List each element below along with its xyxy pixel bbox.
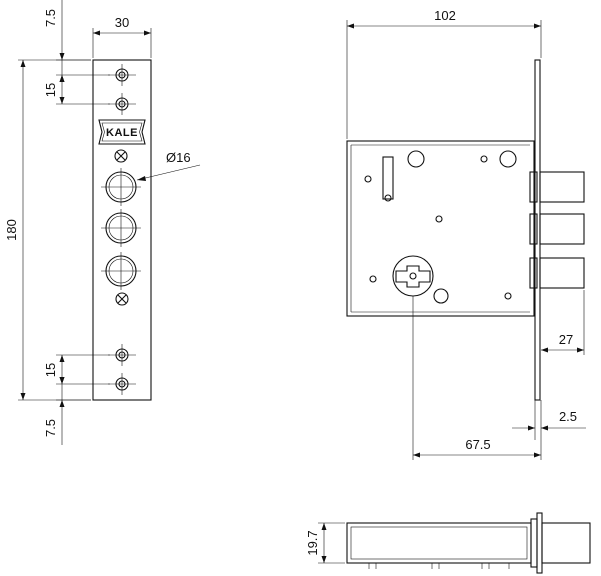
top-hole-spacing-label: 15 [43,83,58,97]
case-hole-medium [433,288,449,304]
case-hole-large-1 [407,150,425,168]
bolt-2 [529,213,585,245]
faceplate-bolt-hole-3 [101,252,141,290]
faceplate-screw-hole-bottom-1 [108,344,136,366]
latch-slot [382,156,394,200]
case-hole-small-1 [480,155,488,163]
logo-text: KALE [106,127,138,139]
front-width-label: 30 [115,15,129,30]
bottom-margin-label: 7.5 [43,419,58,437]
top-bolt [541,522,591,564]
dim-bottom-hole-spacing: 15 [43,354,110,385]
bolt-1 [529,171,585,203]
lock-case-side-view: 102 27 2.5 67.5 [346,8,586,460]
cylinder-follower [392,255,434,297]
lock-case-top-view: 19.7 [305,512,591,574]
diameter-label: Ø16 [166,150,191,165]
dim-front-height: 180 [4,59,91,401]
latch-pin [384,194,392,202]
dim-backset: 67.5 [412,296,542,460]
faceplate-front-view: KALE [4,0,201,445]
dim-faceplate-thickness: 2.5 [512,400,586,440]
dim-top-hole-spacing: 15 [43,75,110,105]
kale-logo-badge: KALE [98,119,146,145]
faceplate-outline [92,59,152,401]
case-hole-small-4 [369,275,377,283]
top-faceplate-inner [530,518,538,568]
bolt-projection-label: 27 [559,332,573,347]
case-hole-small-5 [504,292,512,300]
case-hole-small-2 [364,175,372,183]
dim-bolt-projection: 27 [540,290,585,440]
top-case-outline [346,522,532,564]
case-depth-label: 19.7 [305,530,320,555]
dim-front-width: 30 [92,15,152,58]
bottom-hole-spacing-label: 15 [43,363,58,377]
faceplate-screw-hole-bottom-2 [108,373,136,395]
faceplate-star-screw-bottom [115,292,129,306]
case-body [346,140,535,317]
faceplate-bolt-hole-2 [101,209,141,247]
diameter-leader: Ø16 [136,150,201,181]
bolt-3 [529,257,585,289]
backset-label: 67.5 [465,437,490,452]
faceplate-thickness-label: 2.5 [559,409,577,424]
dim-top-margin: 7.5 [43,0,110,82]
top-faceplate-outer [536,512,543,574]
faceplate-star-screw-top [114,149,128,163]
faceplate-screw-hole-top-2 [108,93,136,115]
faceplate-bolt-hole-1 [101,168,141,206]
faceplate-screw-hole-top-1 [108,64,136,86]
dim-case-width: 102 [346,8,542,139]
case-hole-large-2 [499,150,517,168]
case-width-label: 102 [434,8,456,23]
dim-case-depth: 19.7 [305,522,345,564]
front-height-label: 180 [4,219,19,241]
top-margin-label: 7.5 [43,9,58,27]
case-hole-small-3 [435,215,443,223]
dim-bottom-margin: 7.5 [43,377,91,445]
